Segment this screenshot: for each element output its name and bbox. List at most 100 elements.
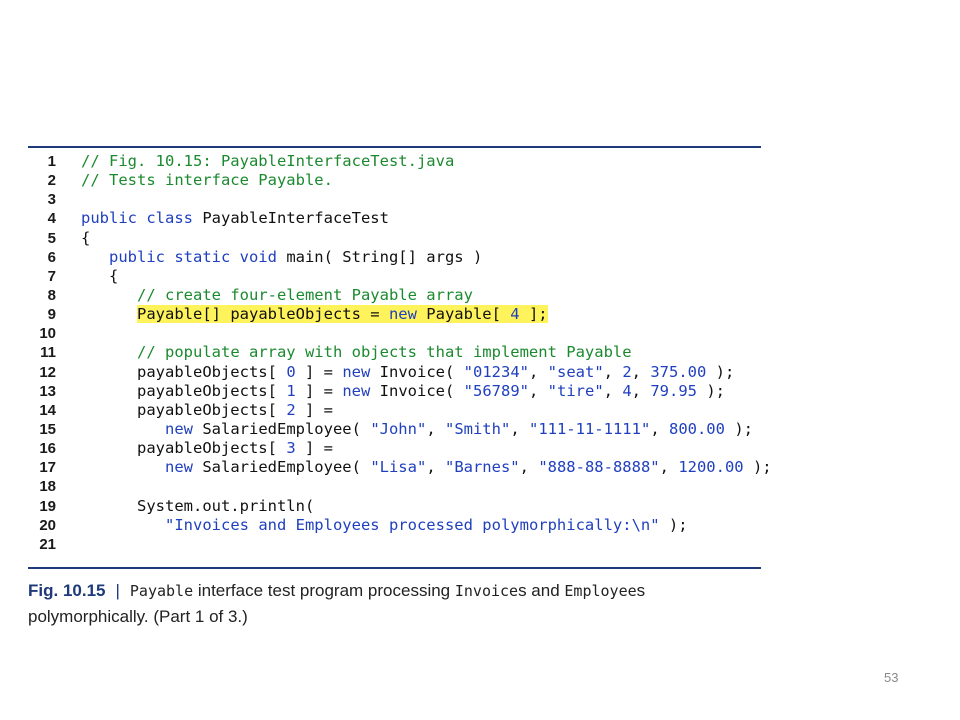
code-token: ,: [650, 419, 669, 438]
line-number: 16: [39, 440, 56, 458]
figure-label: Fig. 10.15: [28, 581, 106, 600]
line-number: 8: [47, 286, 56, 304]
code-string: "56789": [463, 381, 529, 400]
page-number: 53: [884, 670, 899, 685]
code-number: 2: [286, 400, 296, 419]
code-token: ,: [659, 458, 679, 477]
caption-code-term: Payable: [129, 582, 194, 600]
code-number: 79.95: [650, 381, 698, 400]
code-line: 5{: [28, 229, 761, 248]
code-line: 11 // populate array with objects that i…: [28, 343, 761, 362]
code-token: ,: [631, 362, 651, 381]
code-token: );: [659, 515, 688, 534]
code-line: 2 // Tests interface Payable.: [28, 171, 761, 190]
code-keyword: new: [388, 305, 427, 324]
code-token: [81, 458, 165, 476]
code-string: "Smith": [444, 419, 511, 438]
code-token: [81, 286, 137, 304]
code-string: "Barnes": [444, 458, 520, 477]
code-line: 14 payableObjects[ 2 ] =: [28, 401, 761, 420]
caption-separator: |: [115, 581, 120, 600]
line-number: 10: [39, 325, 56, 343]
line-number: 4: [47, 210, 56, 228]
caption-text-part: s polymorphically. (Part 1 of 3.): [28, 581, 646, 626]
code-number: 1: [286, 381, 296, 400]
code-token: ] =: [295, 381, 343, 400]
code-string: "888-88-8888": [538, 458, 660, 477]
code-line: 3: [28, 190, 761, 209]
code-string: "Lisa": [370, 458, 427, 477]
figure-caption: Fig. 10.15 | Payable interface test progra…: [28, 578, 768, 629]
code-line: 16 payableObjects[ 3 ] =: [28, 439, 761, 458]
code-number: 800.00: [668, 419, 725, 438]
code-text: // populate array with objects that impl…: [81, 343, 632, 362]
code-token: );: [724, 419, 753, 438]
code-text: Payable[] payableObjects = new Payable[ …: [81, 305, 548, 324]
line-number: 2: [47, 172, 56, 190]
code-comment: // populate array with objects that impl…: [137, 343, 632, 362]
code-token: ,: [510, 419, 529, 438]
code-line: 9 Payable[] payableObjects = new Payable…: [28, 305, 761, 324]
code-token: SalariedEmployee(: [202, 419, 371, 438]
code-token: payableObjects[: [81, 400, 287, 419]
code-token: payableObjects[: [81, 362, 287, 381]
code-text: payableObjects[ 0 ] = new Invoice( "0123…: [81, 363, 734, 382]
code-token: );: [706, 362, 735, 381]
line-number: 13: [39, 382, 56, 400]
line-number: 7: [47, 267, 56, 285]
code-token: payableObjects[: [81, 381, 287, 400]
code-keyword: public class: [81, 209, 203, 228]
code-token: ,: [631, 381, 651, 400]
code-string: "01234": [463, 362, 529, 381]
code-token: ] =: [295, 439, 333, 458]
code-string: "seat": [547, 362, 604, 381]
code-line: 8 // create four-element Payable array: [28, 286, 761, 305]
code-number: 3: [286, 439, 296, 458]
code-text: payableObjects[ 3 ] =: [81, 439, 333, 458]
code-comment: // Tests interface Payable.: [81, 171, 333, 190]
code-text: {: [81, 267, 118, 286]
code-token: PayableInterfaceTest: [202, 209, 389, 228]
code-token: System.out.println(: [81, 496, 315, 515]
code-token: payableObjects[: [81, 439, 287, 458]
code-keyword: public static void: [109, 247, 287, 266]
line-number: 3: [47, 191, 56, 209]
line-number: 20: [39, 516, 56, 534]
code-token: ,: [426, 458, 445, 477]
line-number: 14: [39, 401, 56, 419]
code-token: [81, 305, 137, 323]
code-line: 20 "Invoices and Employees processed pol…: [28, 516, 761, 535]
code-token: [81, 420, 165, 438]
code-number: 4: [510, 305, 520, 324]
code-line: 21: [28, 535, 761, 554]
code-line: 1 // Fig. 10.15: PayableInterfaceTest.jav…: [28, 152, 761, 171]
code-token: Payable[] payableObjects =: [137, 305, 389, 324]
code-text: {: [81, 229, 90, 248]
code-comment: // create four-element Payable array: [137, 285, 473, 304]
code-token: );: [697, 381, 726, 400]
code-token: ,: [519, 458, 539, 477]
code-keyword: new: [342, 362, 380, 381]
caption-text-part: interface test program processing: [193, 581, 455, 600]
code-token: Invoice(: [379, 362, 464, 381]
line-number: 1: [47, 153, 56, 170]
code-line: 6 public static void main( String[] args…: [28, 248, 761, 267]
code-token: [81, 343, 137, 361]
code-keyword: new: [342, 381, 380, 400]
code-number: 0: [286, 362, 296, 381]
code-token: SalariedEmployee(: [202, 458, 371, 477]
code-text: new SalariedEmployee( "Lisa", "Barnes", …: [81, 458, 772, 477]
code-text: new SalariedEmployee( "John", "Smith", "…: [81, 420, 753, 439]
line-number: 5: [47, 229, 56, 247]
code-token: ] =: [295, 400, 333, 419]
code-token: [81, 516, 165, 534]
code-text: // Fig. 10.15: PayableInterfaceTest.java: [81, 152, 454, 171]
code-number: 375.00: [650, 362, 707, 381]
code-token: ,: [528, 381, 548, 400]
code-line: 17 new SalariedEmployee( "Lisa", "Barnes…: [28, 458, 771, 477]
code-line: 13 payableObjects[ 1 ] = new Invoice( "5…: [28, 382, 761, 401]
code-token: {: [81, 266, 119, 285]
line-number: 11: [40, 344, 56, 362]
code-keyword: new: [165, 458, 203, 477]
code-comment: // Fig. 10.15: PayableInterfaceTest.java: [81, 152, 455, 170]
